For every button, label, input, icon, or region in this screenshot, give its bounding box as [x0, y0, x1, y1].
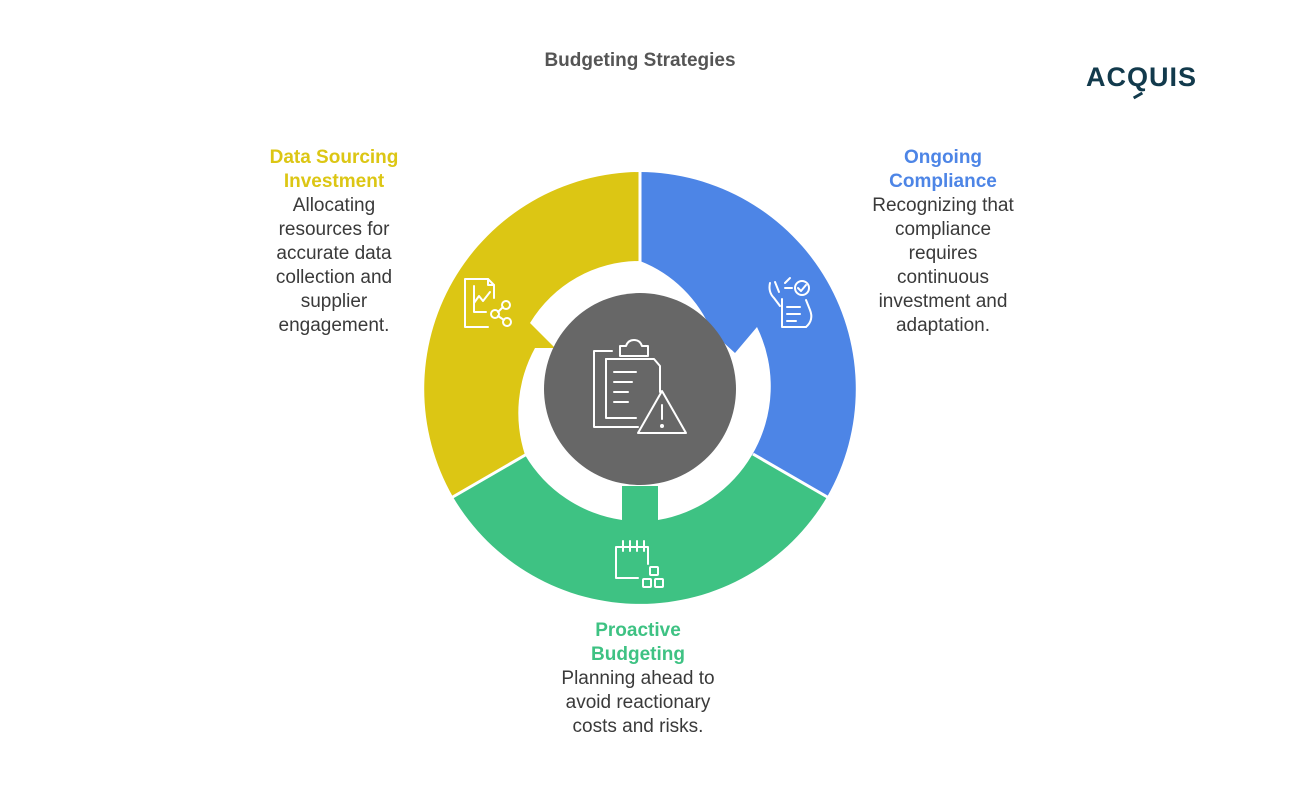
- description-data-sourcing: Allocating resources for accurate data c…: [254, 194, 414, 338]
- heading-line: Proactive: [595, 620, 681, 641]
- logo-q: Q: [1127, 62, 1150, 92]
- description-line: costs and risks.: [572, 716, 704, 737]
- segment-data-sourcing: [424, 172, 640, 497]
- heading-data-sourcing: Data Sourcing Investment: [254, 146, 414, 194]
- description-proactive-budgeting: Planning ahead to avoid reactionary cost…: [548, 667, 728, 739]
- heading-line: Data Sourcing: [269, 147, 399, 168]
- description-line: Recognizing that: [872, 195, 1014, 216]
- description-line: adaptation.: [895, 315, 991, 336]
- calendar-blocks-icon: [615, 540, 664, 588]
- center-circle: [544, 293, 736, 485]
- description-line: engagement.: [278, 315, 390, 336]
- description-line: requires: [908, 243, 978, 264]
- heading-ongoing-compliance: Ongoing Compliance: [860, 146, 1026, 194]
- description-line: Allocating: [292, 195, 376, 216]
- description-line: supplier: [300, 291, 368, 312]
- logo-part: AC: [1086, 62, 1127, 92]
- separator-line: [752, 452, 830, 500]
- text-block-data-sourcing: Data Sourcing Investment Allocating reso…: [254, 146, 414, 338]
- heading-line: Investment: [283, 171, 385, 192]
- checklist-hand-icon: [768, 277, 813, 328]
- heading-line: Compliance: [889, 171, 997, 192]
- logo-part: UIS: [1149, 62, 1198, 92]
- heading-proactive-budgeting: Proactive Budgeting: [548, 619, 728, 667]
- description-ongoing-compliance: Recognizing that compliance requires con…: [860, 194, 1026, 338]
- heading-line: Ongoing: [903, 147, 983, 168]
- chart-share-icon: [464, 278, 512, 328]
- separator-line: [450, 452, 528, 500]
- segment-proactive-budgeting: [453, 455, 827, 604]
- description-line: accurate data: [276, 243, 392, 264]
- description-line: resources for: [278, 219, 390, 240]
- description-line: Planning ahead to: [561, 668, 715, 689]
- description-line: collection and: [275, 267, 393, 288]
- text-block-proactive-budgeting: Proactive Budgeting Planning ahead to av…: [548, 619, 728, 739]
- text-block-ongoing-compliance: Ongoing Compliance Recognizing that comp…: [860, 146, 1026, 338]
- segment-ongoing-compliance: [640, 172, 856, 497]
- heading-line: Budgeting: [591, 644, 685, 665]
- description-line: avoid reactionary: [565, 692, 711, 713]
- acquis-logo: ACQUIS: [1086, 62, 1197, 93]
- description-line: investment and: [878, 291, 1008, 312]
- page-title: Budgeting Strategies: [544, 50, 736, 71]
- description-line: continuous: [897, 267, 989, 288]
- clipboard-warning-icon: [593, 339, 687, 434]
- description-line: compliance: [894, 219, 992, 240]
